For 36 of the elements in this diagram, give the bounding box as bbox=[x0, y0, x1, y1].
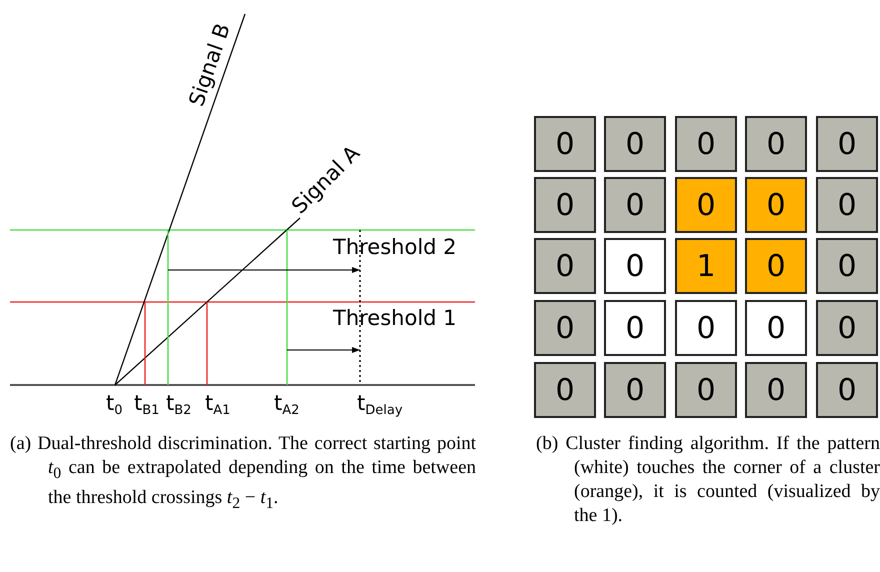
grid-cell: 0 bbox=[745, 116, 807, 172]
grid-cell: 0 bbox=[534, 116, 596, 172]
grid-cell: 0 bbox=[604, 300, 666, 356]
grid-cell: 0 bbox=[816, 300, 878, 356]
grid-cell: 0 bbox=[816, 116, 878, 172]
grid-cell: 0 bbox=[745, 300, 807, 356]
tick-label: t$_{A1}$ bbox=[205, 393, 230, 417]
grid-cell: 0 bbox=[534, 362, 596, 418]
grid-cell: 1 bbox=[675, 238, 737, 294]
grid-cell: 0 bbox=[534, 177, 596, 233]
grid-cell: 0 bbox=[675, 300, 737, 356]
grid-cell: 0 bbox=[675, 362, 737, 418]
figure-caption: (b) Cluster finding algorithm. If the pattern (white) touches the corner of a cluster (orange), it is counted (visualized by the 1). bbox=[536, 432, 880, 528]
grid-cell: 0 bbox=[675, 177, 737, 233]
threshold-label: Threshold 1 bbox=[333, 308, 457, 329]
grid-cell: 0 bbox=[534, 300, 596, 356]
grid-cell: 0 bbox=[745, 238, 807, 294]
grid-cell: 0 bbox=[534, 238, 596, 294]
signal-label: Signal B bbox=[186, 21, 234, 109]
grid-cell: 0 bbox=[745, 177, 807, 233]
tick-label: t$_{B2}$ bbox=[166, 393, 192, 417]
tick-label: t$_{0}$ bbox=[106, 393, 123, 417]
tick-label: t$_{A2}$ bbox=[274, 393, 300, 417]
grid-cell: 0 bbox=[604, 238, 666, 294]
grid-cell: 0 bbox=[604, 116, 666, 172]
grid-cell: 0 bbox=[604, 177, 666, 233]
tick-label: t$_{Delay}$ bbox=[357, 393, 403, 417]
grid-cell: 0 bbox=[816, 362, 878, 418]
grid-cell: 0 bbox=[816, 177, 878, 233]
grid-cell: 0 bbox=[675, 116, 737, 172]
grid-cell: 0 bbox=[604, 362, 666, 418]
threshold-label: Threshold 2 bbox=[333, 237, 457, 258]
figure-caption: (a) Dual-threshold discrimination. The correct starting point t$_{0}$ can be extrapolated depending on the time between the threshold crossings t$_{2}$ − t$_{1}$. bbox=[10, 432, 476, 514]
tick-label: t$_{B1}$ bbox=[134, 393, 160, 417]
grid-cell: 0 bbox=[745, 362, 807, 418]
grid-cell: 0 bbox=[816, 238, 878, 294]
